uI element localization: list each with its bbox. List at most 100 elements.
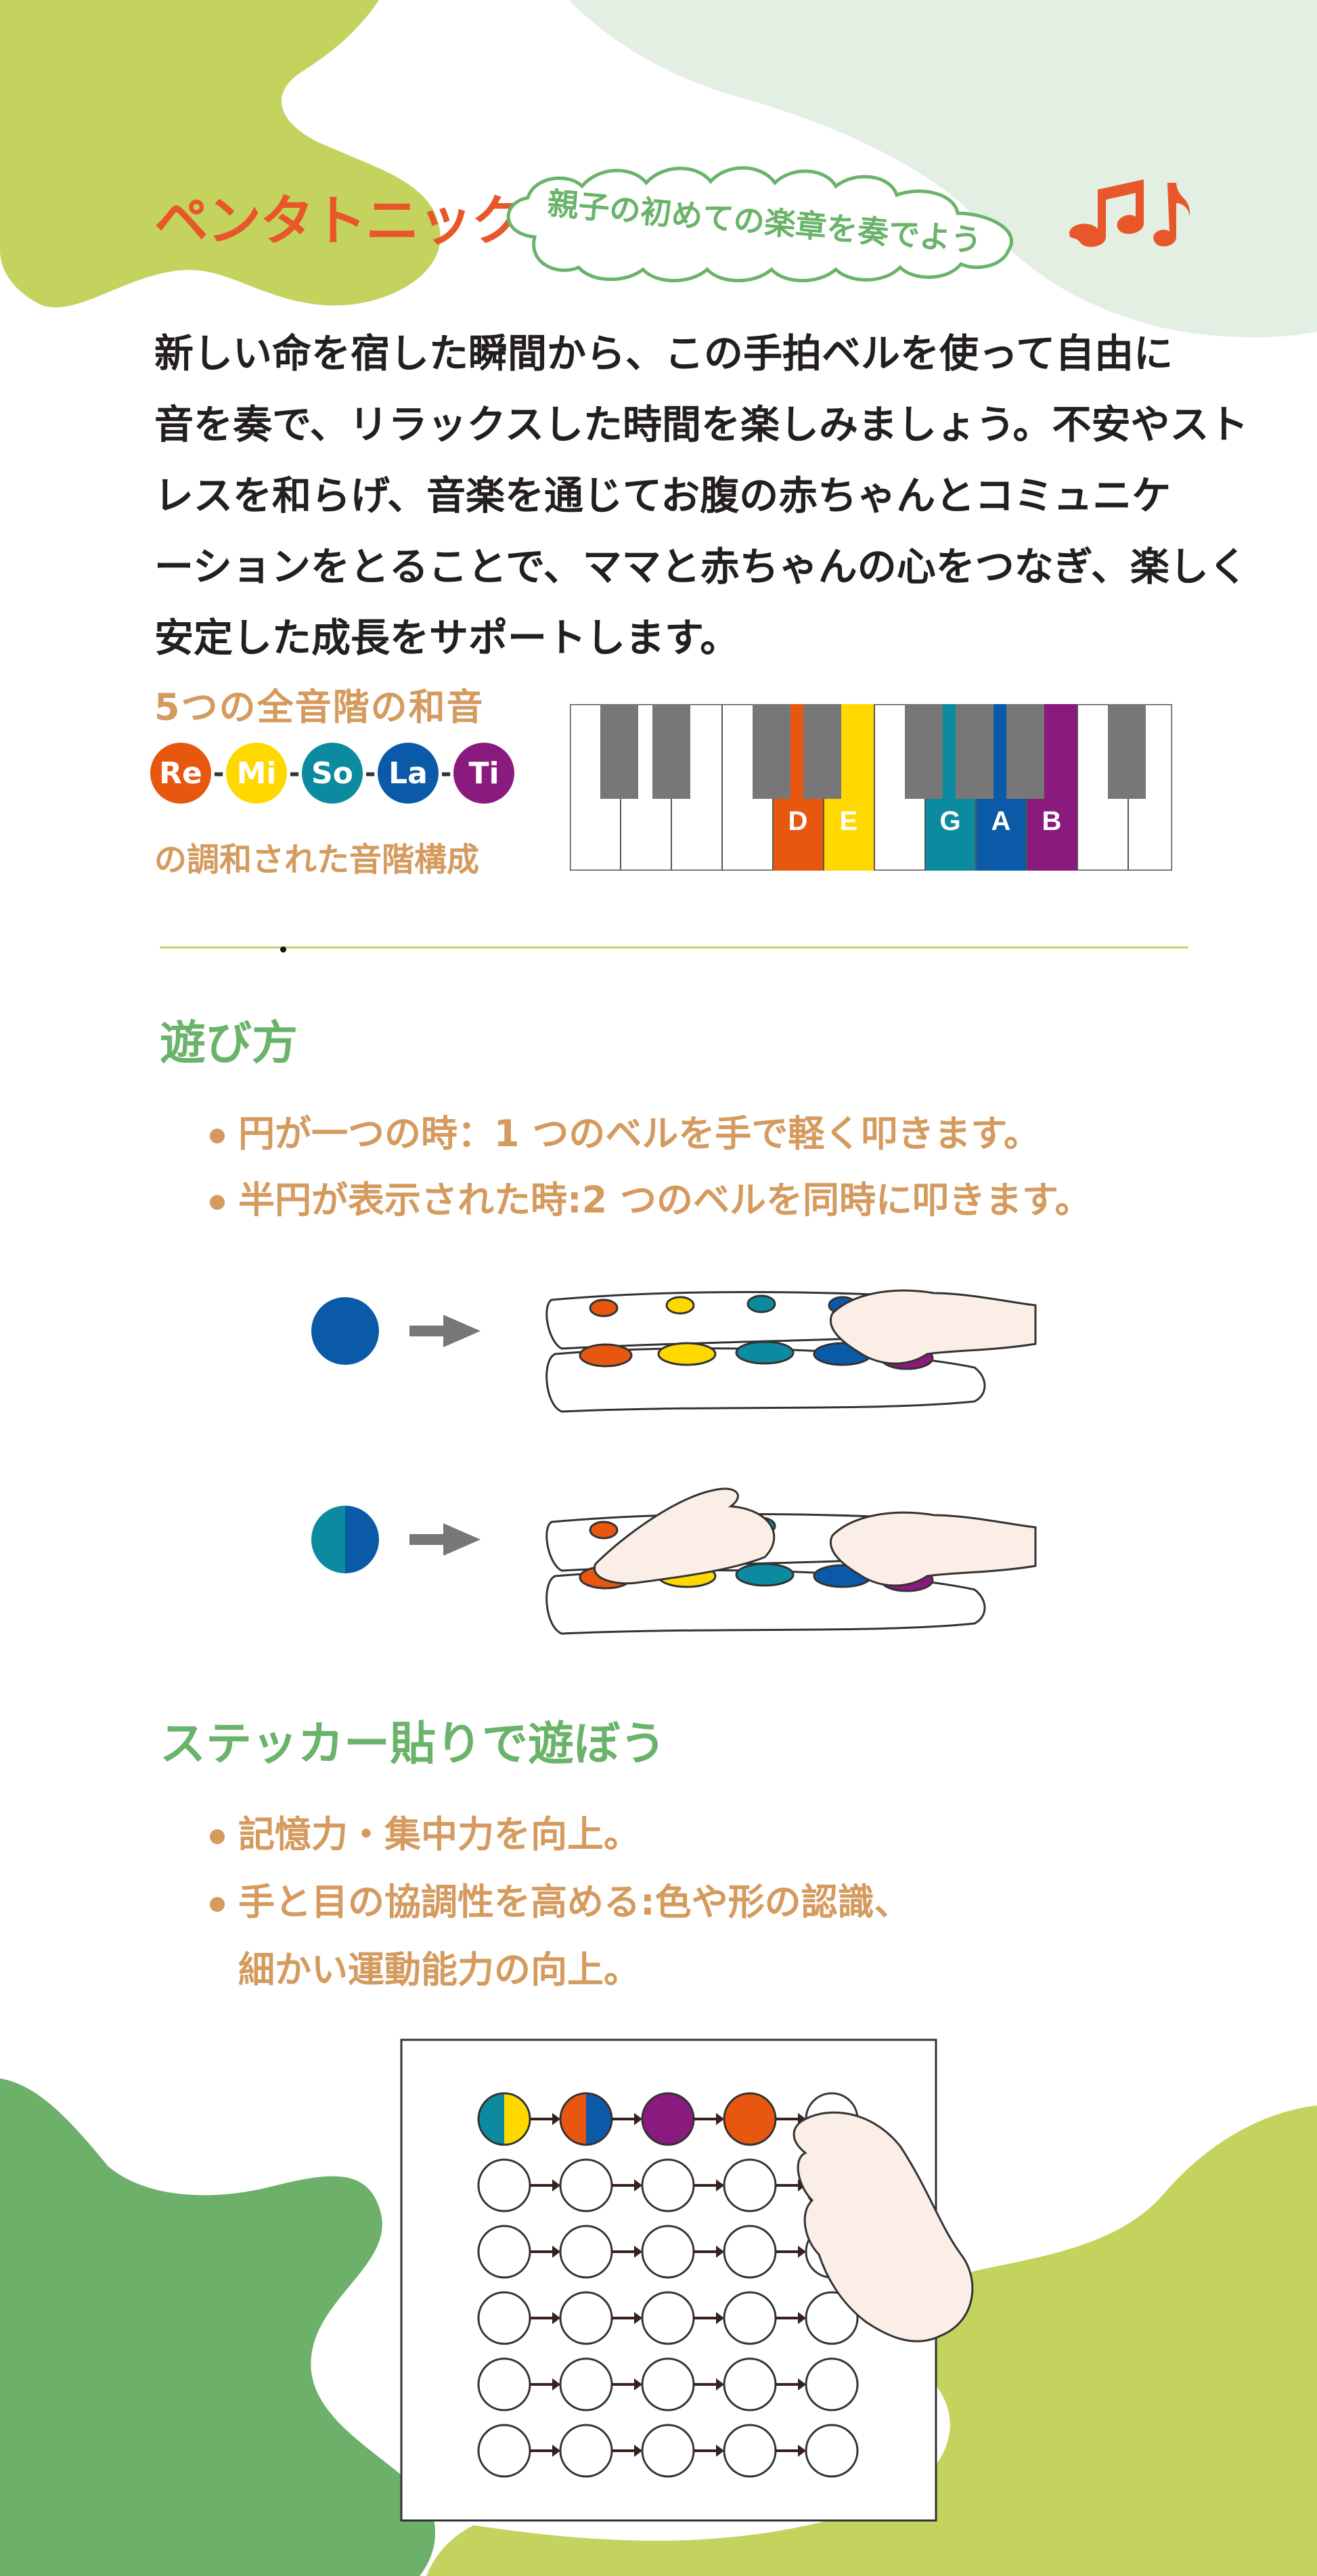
sticker-arrow-head [552, 2113, 560, 2125]
sticker-circle [805, 2357, 859, 2411]
intro-line: 音を奏で、リラックスした時間を楽しみましょう。不安やスト [154, 401, 1249, 447]
piano-black-key [1006, 704, 1044, 799]
sticker-arrow-head [552, 2179, 560, 2191]
piano-key-label: G [939, 806, 960, 836]
sticker-board [400, 2038, 974, 2522]
sticker-bullet-continuation: 細かい運動能力の向上。 [238, 1948, 640, 1991]
sticker-arrow-head [552, 2246, 560, 2258]
sticker-arrow-head [552, 2378, 560, 2391]
cloud-outline [506, 166, 1013, 282]
bell-illustration [311, 1289, 1037, 1635]
sticker-arrow-head [716, 2113, 724, 2125]
single-circle-icon [311, 1297, 379, 1365]
sticker-arrow-head [798, 2246, 806, 2258]
hand-icon [829, 1511, 1037, 1587]
note-label: La [388, 756, 428, 791]
piano-black-key [753, 704, 790, 799]
scale-subtitle: の調和された音階構成 [154, 841, 480, 879]
sticker-half [478, 2093, 504, 2145]
note-label: So [311, 756, 353, 791]
top-left-lime-blob [0, 0, 441, 308]
intro-line: 安定した成長をサポートします。 [154, 615, 740, 661]
bell-toy [545, 1290, 986, 1413]
bullet-dot [210, 1129, 225, 1144]
top-right-mint-blob [568, 0, 1317, 338]
sticker-circle [641, 2092, 695, 2146]
scale-notes-row: Re - Mi - So - La - Ti [150, 739, 514, 807]
intro-line: 新しい命を宿した瞬間から、この手拍ベルを使って自由に [154, 330, 1174, 376]
sticker-arrow-head [634, 2445, 642, 2457]
note-separator: - [288, 758, 300, 789]
piano-black-key [905, 704, 943, 799]
howto-bullet: 円が一つの時：1 つのベルを手で軽く叩きます。 [210, 1104, 1040, 1157]
note-label: Mi [236, 756, 277, 791]
sticker-arrow-head [552, 2312, 560, 2324]
section-divider [160, 946, 1188, 948]
intro-line: レスを和らげ、音楽を通じてお腹の赤ちゃんとコミュニケ [154, 473, 1171, 519]
sticker-arrow-head [716, 2445, 724, 2457]
bullet-dot [210, 1829, 225, 1845]
bottom-right-lime-blob [426, 2105, 1317, 2576]
music-notes-icon [1069, 179, 1190, 247]
tagline-cloud: 親子の初めての楽章を奏でよう [487, 156, 1042, 284]
sticker-half [560, 2093, 586, 2145]
sticker-arrow-head [798, 2445, 806, 2457]
sticker-circle [805, 2424, 859, 2478]
sticker-arrow-head [634, 2113, 642, 2125]
bullet-text: 半円が表示された時:2 つのベルを同時に叩きます。 [238, 1179, 1092, 1221]
note-circle-mi: Mi [226, 743, 287, 804]
arrow-right-icon [409, 1523, 481, 1556]
note-separator: - [364, 758, 376, 789]
sticker-half [504, 2093, 530, 2145]
bullet-dot [210, 1897, 225, 1913]
sticker-arrow-head [634, 2378, 642, 2391]
divider-dot [280, 946, 286, 953]
note-separator: - [440, 758, 452, 789]
note-circle-ti: Ti [453, 743, 514, 804]
arrow-right-icon [409, 1315, 481, 1347]
piano-key-label: D [788, 806, 808, 836]
piano-black-key [803, 704, 841, 799]
howto-heading: 遊び方 [160, 1017, 298, 1070]
sticker-circle [723, 2092, 777, 2146]
piano-keyboard: D E G A B [570, 704, 1172, 871]
piano-key-label: E [840, 806, 858, 836]
intro-line: ーションをとることで、ママと赤ちゃんの心をつなぎ、楽しく [154, 544, 1248, 590]
brand-title: ペンタトニック [154, 190, 525, 253]
bullet-text: 記憶力・集中力を向上。 [238, 1813, 640, 1856]
bottom-left-green-blob [0, 2078, 436, 2576]
sticker-arrow-head [634, 2312, 642, 2324]
piano-black-key [652, 704, 690, 799]
scale-title: 5つの全音階の和音 [154, 686, 485, 728]
hand-icon [593, 1487, 776, 1585]
sticker-arrow-head [716, 2179, 724, 2191]
howto-bullet: 半円が表示された時:2 つのベルを同時に叩きます。 [210, 1170, 1092, 1223]
half-circle-icon [311, 1506, 379, 1573]
piano-key-label: A [991, 806, 1011, 836]
bullet-dot [210, 1195, 225, 1210]
piano-black-key [600, 704, 638, 799]
sticker-arrow-head [798, 2378, 806, 2391]
note-circle-re: Re [150, 743, 211, 804]
note-label: Ti [468, 756, 499, 791]
intro-paragraph: 新しい命を宿した瞬間から、この手拍ベルを使って自由に 音を奏で、リラックスした時… [154, 318, 1249, 674]
piano-key-label: B [1042, 806, 1062, 836]
sticker-bullet: 記憶力・集中力を向上。 [210, 1804, 640, 1858]
hand-icon [793, 2111, 974, 2342]
sticker-arrow-head [716, 2312, 724, 2324]
piano-black-key [956, 704, 994, 799]
bullet-text: 円が一つの時：1 つのベルを手で軽く叩きます。 [238, 1112, 1040, 1155]
piano-black-key [1108, 704, 1146, 799]
note-circle-la: La [378, 743, 439, 804]
sticker-arrow-head [798, 2312, 806, 2324]
sticker-arrow-head [634, 2246, 642, 2258]
hand-icon [829, 1289, 1037, 1365]
sticker-arrow-head [716, 2378, 724, 2391]
note-label: Re [159, 756, 202, 791]
sticker-bullet: 手と目の協調性を高める:色や形の認識、 [210, 1872, 911, 1925]
sticker-arrow-head [716, 2246, 724, 2258]
sticker-arrow-head [552, 2445, 560, 2457]
bullet-text: 手と目の協調性を高める:色や形の認識、 [238, 1881, 911, 1923]
sticker-heading: ステッカー貼りで遊ぼう [160, 1718, 667, 1771]
